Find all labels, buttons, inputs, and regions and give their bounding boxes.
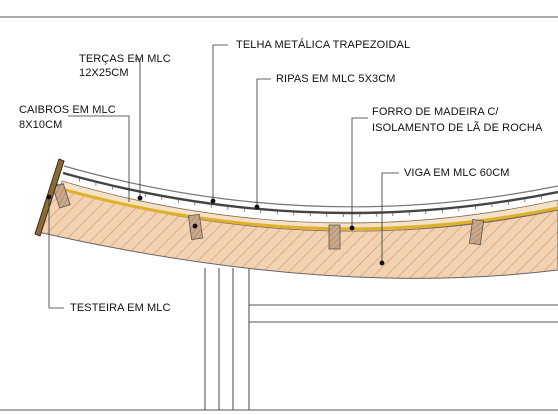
leader-ripas: [256, 78, 271, 207]
label-telha: TELHA METÁLICA TRAPEZOIDAL: [236, 39, 411, 51]
ceiling-band: [59, 180, 558, 232]
leader-dots: [46, 194, 385, 266]
batten-line: [57, 186, 558, 231]
label-testeira: TESTEIRA EM MLC: [70, 302, 171, 314]
leader-testeira: [48, 197, 64, 309]
label-tercas-line1: TERÇAS EM MLC: [79, 53, 171, 65]
purlin-1: [52, 183, 71, 209]
label-viga: VIGA EM MLC 60CM: [404, 167, 510, 179]
label-caibros-line2: 8X10CM: [19, 119, 63, 131]
leader-tercas: [135, 58, 141, 196]
leader-telha: [212, 44, 228, 201]
label-forro-line2: ISOLAMENTO DE LÃ DE ROCHA: [372, 122, 543, 134]
support-column: [204, 268, 250, 410]
leader-lines: [48, 44, 399, 309]
purlin-3: [328, 224, 341, 250]
label-forro-line1: FORRO DE MADEIRA C/: [372, 106, 499, 118]
roof-sheet-bottom: [62, 171, 558, 215]
leader-viga: [381, 172, 399, 263]
label-caibros-line1: CAIBROS EM MLC: [19, 104, 116, 116]
leader-caibros: [68, 115, 130, 202]
label-ripas: RIPAS EM MLC 5X3CM: [276, 73, 396, 85]
label-tercas-line2: 12X25CM: [79, 67, 129, 79]
wall-lines: [249, 304, 558, 323]
roof-sheet-top: [63, 165, 558, 208]
purlin-4: [468, 218, 485, 246]
leader-forro: [351, 117, 368, 228]
